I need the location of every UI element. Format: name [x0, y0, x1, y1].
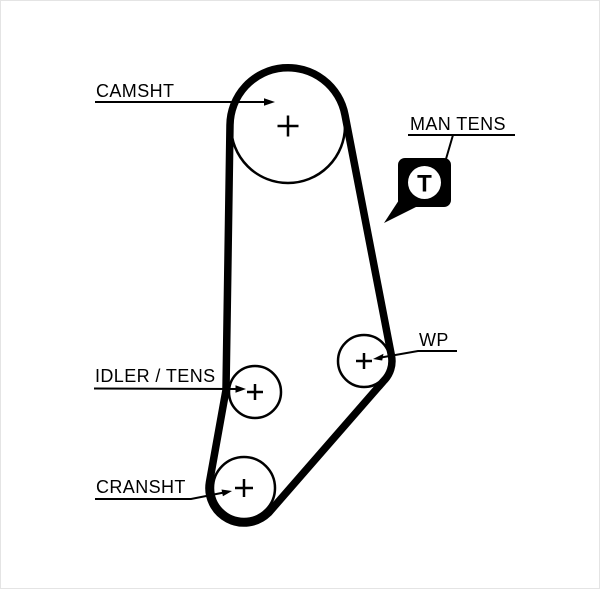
- man-tens-label: MAN TENS: [410, 114, 506, 134]
- camshaft-label: CAMSHT: [96, 81, 174, 101]
- water-pump-leader-arrowhead: [373, 353, 384, 361]
- idler-center-mark: [247, 384, 263, 400]
- crankshaft-label: CRANSHT: [96, 477, 186, 497]
- camshaft-center-mark: [277, 115, 299, 137]
- crankshaft-leader-arrowhead: [221, 489, 232, 497]
- water-pump-label: WP: [419, 330, 449, 350]
- crankshaft-center-mark: [235, 479, 253, 497]
- idler-tens-leader-arrowhead: [235, 385, 246, 393]
- man-tens-leader-line: [408, 134, 515, 160]
- crankshaft-leader-line: [95, 491, 225, 500]
- idler-tens-label: IDLER / TENS: [95, 366, 216, 386]
- idler-tens-leader-line: [93, 387, 239, 390]
- tensioner-icon-letter: T: [417, 171, 432, 198]
- water-pump-leader-line: [380, 350, 457, 359]
- tensioner-icon-circle: [408, 166, 441, 199]
- camshaft-leader-arrowhead: [264, 98, 275, 106]
- manual-tensioner-icon: T: [384, 158, 451, 223]
- water-pump-center-mark: [356, 353, 372, 369]
